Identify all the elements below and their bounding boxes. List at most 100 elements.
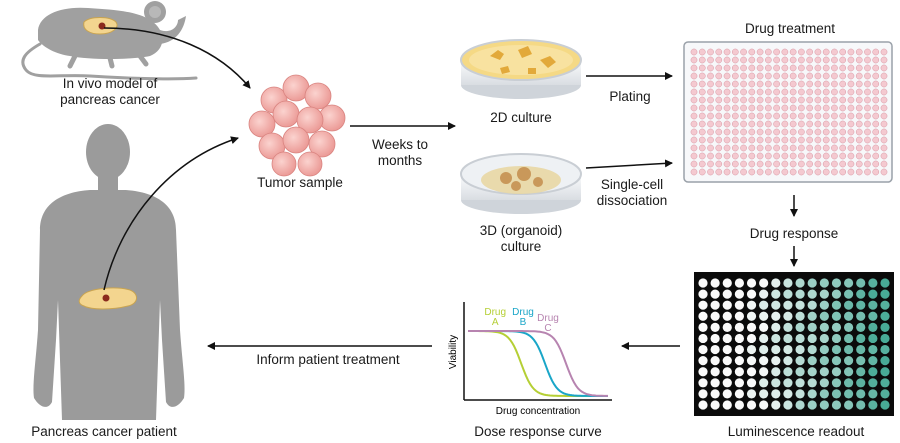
plate-well (748, 144, 756, 152)
plate-well (864, 112, 871, 120)
plate-well (690, 88, 698, 96)
plate-well (831, 88, 838, 96)
luminescence-well (759, 356, 769, 366)
plate-well (864, 72, 871, 80)
plate-well (880, 112, 888, 120)
plate-well (756, 112, 764, 120)
luminescence-well (759, 311, 769, 321)
plate-well (847, 72, 855, 80)
plate-well (822, 56, 830, 64)
plate-well (740, 96, 747, 104)
plate-well (748, 72, 756, 80)
plate-well (781, 160, 789, 168)
luminescence-well (734, 378, 745, 388)
plate-well (748, 48, 756, 56)
plate-well (698, 136, 706, 144)
plate-well (748, 56, 756, 64)
plate-well (789, 128, 797, 136)
plate-well (715, 104, 723, 112)
plate-well (723, 128, 731, 136)
luminescence-well (759, 322, 769, 332)
plate-well (698, 96, 706, 104)
plate-well (789, 96, 797, 104)
plate-well (872, 72, 880, 80)
plate-well (756, 168, 764, 176)
plate-well (740, 160, 747, 168)
curve-label-letter: C (544, 323, 551, 334)
tumor-cells-icon (248, 74, 346, 177)
plate-well (831, 80, 838, 88)
plate-well (789, 144, 797, 152)
plate-well (847, 80, 855, 88)
luminescence-well (868, 400, 878, 410)
plate-well (764, 144, 772, 152)
luminescence-well (844, 400, 854, 410)
plate-well (707, 168, 714, 176)
plate-well (880, 64, 888, 72)
luminescence-well (746, 333, 757, 344)
luminescence-well (856, 344, 866, 355)
plate-well (723, 144, 731, 152)
luminescence-well (844, 300, 854, 310)
plate-well (814, 96, 822, 104)
plate-well (831, 168, 838, 176)
plate-well (822, 136, 830, 144)
luminescence-well (819, 367, 829, 377)
plate-well (781, 136, 789, 144)
plate-well (798, 144, 805, 152)
luminescence-well (807, 322, 817, 332)
plate-well (872, 96, 880, 104)
plate-well (814, 48, 822, 56)
luminescence-well (710, 400, 720, 410)
plate-well (773, 96, 780, 104)
plate-well (814, 80, 822, 88)
plate-well (814, 112, 822, 120)
luminescence-well (759, 333, 769, 344)
plate-well (707, 88, 714, 96)
label-plating: Plating (609, 89, 651, 104)
plate-well (740, 104, 747, 112)
plate-well (731, 112, 739, 120)
luminescence-well (807, 378, 817, 388)
luminescence-well (783, 367, 793, 377)
luminescence-well (746, 300, 757, 310)
luminescence-well (698, 333, 708, 344)
plate-well (789, 72, 797, 80)
plate-well (831, 152, 838, 160)
plate-well (723, 48, 731, 56)
plate-well (723, 160, 731, 168)
plate-well (831, 72, 838, 80)
luminescence-well (771, 356, 781, 366)
plate-well (723, 80, 731, 88)
luminescence-well (880, 311, 890, 321)
luminescence-well (783, 333, 793, 344)
luminescence-well (856, 389, 866, 399)
luminescence-well (807, 367, 817, 377)
plate-well (731, 152, 739, 160)
luminescence-well (831, 356, 842, 366)
luminescence-well (795, 333, 805, 344)
plate-well (880, 96, 888, 104)
luminescence-well (710, 356, 720, 366)
luminescence-well (880, 389, 890, 399)
plate-well (880, 144, 888, 152)
luminescence-well (771, 289, 781, 299)
plate-well (707, 160, 714, 168)
plate-well (839, 112, 847, 120)
plate-well (715, 136, 723, 144)
plate-well (814, 72, 822, 80)
plate-well (740, 88, 747, 96)
plate-well (707, 128, 714, 136)
luminescence-well (831, 344, 842, 355)
plate-well (690, 160, 698, 168)
luminescence-well (880, 278, 890, 288)
arrow-mouse-to-tumor (103, 27, 251, 89)
plate-well (789, 56, 797, 64)
plate-well (880, 136, 888, 144)
luminescence-well (722, 300, 732, 310)
plate-well (806, 128, 814, 136)
luminescence-well (868, 367, 878, 377)
luminescence-well (856, 278, 866, 288)
plate-well (773, 160, 780, 168)
plate-well (839, 88, 847, 96)
